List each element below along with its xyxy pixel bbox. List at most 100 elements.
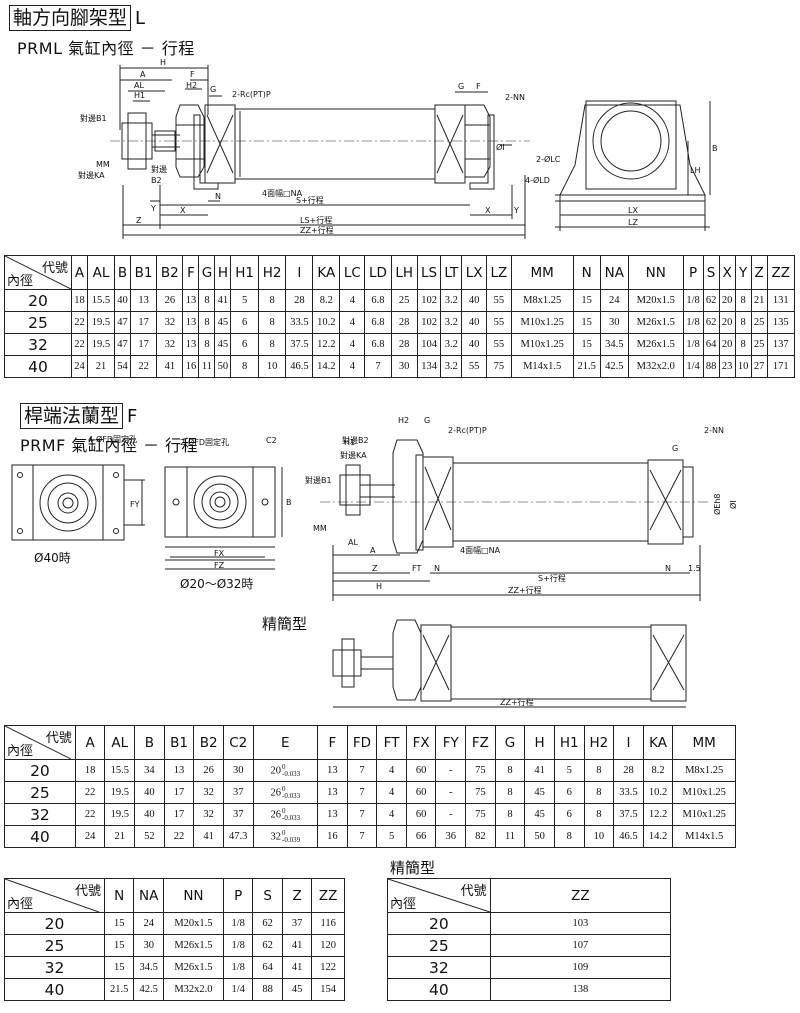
- cell-value: 30: [232, 765, 244, 776]
- table-cell: 10: [583, 825, 615, 848]
- cell-value: 10.2: [648, 787, 668, 798]
- dim-f-al: AL: [348, 538, 358, 547]
- table-cell: 3.2: [440, 355, 463, 378]
- cell-value: 5: [388, 831, 395, 842]
- cell-value: 21.5: [577, 361, 596, 372]
- section-f-title: 桿端法蘭型: [20, 403, 124, 429]
- corner-code-label: 代號: [460, 884, 487, 899]
- cell-value: 6: [242, 317, 248, 328]
- label-mm: MM: [96, 160, 110, 169]
- column-header: A: [74, 725, 106, 760]
- dim-a: A: [140, 70, 146, 79]
- label-f-na: 4面幅□NA: [460, 545, 501, 555]
- table-cell: 45: [524, 803, 555, 826]
- cell-value: 22: [84, 809, 96, 820]
- table-cell: 5: [230, 289, 259, 312]
- cell-value: M26x1.5: [174, 962, 213, 973]
- dim-fy: FY: [130, 500, 140, 509]
- table-cell: 8: [198, 289, 216, 312]
- tolerance: 0-0.033: [282, 807, 300, 822]
- cell-value: 17: [138, 339, 149, 350]
- column-header: H1: [553, 725, 585, 760]
- table-cell: 16: [182, 355, 200, 378]
- table-cell: 88: [702, 355, 720, 378]
- table-cell: 15.5: [87, 289, 115, 312]
- dim-f-h2: H2: [398, 416, 409, 425]
- foot-mount-end-view: [555, 100, 711, 231]
- table-cell: 30: [133, 934, 164, 957]
- table-cell: 42.5: [133, 978, 164, 1001]
- table-cell: 15: [572, 333, 601, 356]
- cell-value: 8: [269, 317, 275, 328]
- table-cell: 75: [465, 803, 496, 826]
- tolerance: 0-0.033: [282, 763, 300, 778]
- table-cell: 12.2: [312, 333, 341, 356]
- cell-value: M8x1.25: [685, 765, 724, 776]
- cell-value: 47: [117, 317, 128, 328]
- cell-value: M8x1.25: [523, 295, 562, 306]
- table-cell: 8: [583, 759, 615, 782]
- cell-value: 32: [30, 805, 50, 824]
- table-cell: 36: [435, 825, 467, 848]
- cell-value: 4: [349, 317, 355, 328]
- column-header: C2: [222, 725, 254, 760]
- cell-value: 32: [28, 335, 48, 354]
- column-header: H: [524, 725, 555, 760]
- cell-value: 42.5: [605, 361, 624, 372]
- cell-value: 20: [44, 914, 65, 933]
- cell-value: 103: [572, 918, 589, 929]
- table-cell: 1/8: [222, 956, 254, 979]
- table-cell: 107: [489, 934, 672, 957]
- simple-type-view: [332, 619, 687, 708]
- bore-size-cell: 32: [387, 956, 491, 979]
- table-cell: 34: [134, 759, 165, 782]
- label-2-fd: 2-ØFD固定孔: [180, 437, 229, 447]
- column-header: I: [285, 255, 314, 290]
- table-cell: 50: [524, 825, 555, 848]
- table-cell: 17: [129, 333, 158, 356]
- cell-value: 32: [203, 809, 214, 820]
- table-cell: 4: [376, 803, 407, 826]
- cell-value: 41: [217, 295, 229, 306]
- cell-value: 20: [30, 761, 50, 780]
- cell-value: 10: [737, 361, 749, 372]
- section-f-suffix: F: [127, 406, 138, 427]
- column-header: B1: [129, 255, 158, 290]
- cell-value: 55: [468, 361, 480, 372]
- table-cell: 32: [156, 311, 184, 334]
- cell-value: 120: [320, 940, 337, 951]
- table-cell: 66: [405, 825, 437, 848]
- table-cell: 3.2: [440, 333, 463, 356]
- table-cell: 171: [766, 355, 796, 378]
- dim-f-n: N: [434, 564, 440, 573]
- cell-value: 75: [475, 809, 486, 820]
- table-cell: 41: [193, 825, 224, 848]
- table-cell: 52: [134, 825, 165, 848]
- table-cell: 8: [230, 355, 259, 378]
- cell-value: 13: [327, 765, 338, 776]
- cell-value: 26: [164, 295, 176, 306]
- cell-value: 55: [493, 317, 505, 328]
- column-header: B: [134, 725, 165, 760]
- table-cell: 30: [222, 759, 254, 782]
- table-cell: 8: [494, 781, 526, 804]
- cell-value: 64: [705, 339, 717, 350]
- table-cell: 13: [182, 311, 200, 334]
- table-corner: 代號內徑: [387, 878, 491, 913]
- table-cell: 15: [572, 289, 601, 312]
- table-cell: M8x1.25: [510, 289, 574, 312]
- column-header: NA: [133, 878, 164, 913]
- table-cell: 40: [134, 781, 165, 804]
- cell-value: 45: [217, 339, 229, 350]
- dim-f-e: ØEh8: [712, 493, 722, 515]
- label-ld: 4-ØLD: [525, 175, 550, 185]
- cell-value: 40: [468, 295, 480, 306]
- table-cell: 28: [613, 759, 644, 782]
- table-cell: 64: [252, 956, 283, 979]
- cell-value: 54: [117, 361, 128, 372]
- table-cell: 102: [416, 289, 442, 312]
- table-cell: 1/4: [682, 355, 704, 378]
- table-cell: 7: [346, 781, 378, 804]
